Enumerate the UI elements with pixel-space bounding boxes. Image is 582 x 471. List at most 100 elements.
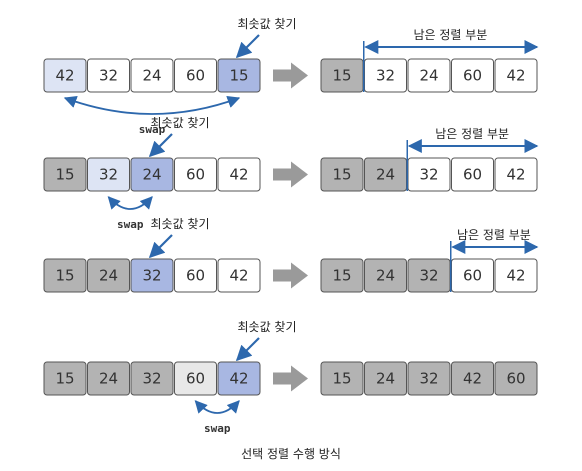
input-array-cell [43,157,87,192]
input-array-cell-value: 42 [55,67,74,85]
remaining-label: 남은 정렬 부분 [413,28,487,42]
result-array-cell-value: 15 [332,67,351,85]
input-array-cell [87,258,130,293]
input-array-cell-value: 15 [55,267,74,285]
input-array-cell [43,58,87,93]
result-array-cell-value: 60 [463,166,482,184]
input-array-cell-value: 60 [186,267,205,285]
result-array-cell-value: 32 [419,267,438,285]
input-array-cell [130,361,174,396]
min-pointer-arrow [148,133,173,158]
result-array-cell-value: 15 [332,370,351,388]
result-array-cell [320,258,364,293]
input-array-cell [130,157,174,192]
swap-label: swap [204,422,231,435]
result-array-cell-value: 24 [376,166,395,184]
result-array-cell [494,361,538,396]
input-array-cell-value: 32 [99,67,118,85]
result-array-cell-value: 24 [419,67,438,85]
input-array-cell-value: 32 [142,370,161,388]
input-array-cell-value: 42 [229,267,248,285]
step-row: 15 24 32 60 42 최솟값 찾기 15 24 32 60 42 남은 정렬 부분 [43,217,539,293]
min-pointer-arrow [235,34,260,59]
input-array-cell [217,58,261,93]
result-array-cell-value: 42 [506,166,525,184]
result-array-cell [407,58,451,93]
find-min-label: 최솟값 찾기 [150,217,209,231]
min-pointer-arrow [148,234,173,259]
result-array-cell-value: 42 [506,267,525,285]
input-array-cell [174,361,217,396]
input-array-cell-value: 15 [229,67,248,85]
result-array-cell-value: 42 [463,370,482,388]
result-array-cell [494,157,538,192]
swap-arc [194,400,240,414]
find-min-label: 최솟값 찾기 [237,17,296,31]
input-array-cell [43,258,87,293]
input-array-cell-value: 32 [99,166,118,184]
result-array-cell-value: 32 [376,67,395,85]
result-array-cell-value: 32 [419,370,438,388]
find-min-label: 최솟값 찾기 [150,116,209,130]
input-array-cell [174,157,217,192]
result-array-cell [320,157,364,192]
result-array-cell-value: 42 [506,67,525,85]
result-array-cell [494,258,538,293]
input-array-cell-value: 24 [142,166,161,184]
result-array-cell [407,361,451,396]
input-array-cell [217,258,261,293]
transition-arrow [273,365,308,392]
swap-label: swap [117,218,144,231]
result-array-cell-value: 15 [332,267,351,285]
result-array-cell-value: 60 [463,267,482,285]
result-array-cell [320,361,364,396]
input-array-cell [130,58,174,93]
input-array-cell [174,58,217,93]
input-array-cell [87,361,130,396]
input-array-cell [130,258,174,293]
result-array-cell [364,361,407,396]
input-array-cell-value: 15 [55,166,74,184]
input-array-cell [87,58,130,93]
result-array-cell-value: 24 [376,370,395,388]
input-array-cell-value: 60 [186,166,205,184]
transition-arrow [273,161,308,188]
result-array-cell [364,258,407,293]
result-array-cell [494,58,538,93]
swap-label: swap [139,123,166,136]
transition-arrow [273,62,308,89]
input-array-cell [43,361,87,396]
input-array-cell [217,361,261,396]
input-array-cell-value: 24 [142,67,161,85]
result-array-cell-value: 32 [419,166,438,184]
swap-arc [63,95,241,115]
result-array-cell-value: 24 [376,267,395,285]
input-array-cell-value: 42 [229,166,248,184]
remaining-label: 남은 정렬 부분 [435,127,509,141]
input-array-cell-value: 24 [99,267,118,285]
find-min-label: 최솟값 찾기 [237,320,296,334]
input-array-cell [87,157,130,192]
result-array-cell-value: 60 [463,67,482,85]
input-array-cell-value: 24 [99,370,118,388]
result-array-cell [451,361,494,396]
remaining-label: 남은 정렬 부분 [457,228,531,242]
input-array-cell [217,157,261,192]
input-array-cell-value: 60 [186,67,205,85]
min-pointer-arrow [235,337,260,362]
result-array-cell [451,58,494,93]
input-array-cell [174,258,217,293]
swap-arc [107,196,153,210]
input-array-cell-value: 15 [55,370,74,388]
diagram-caption: 선택 정렬 수행 방식 [241,446,341,461]
transition-arrow [273,262,308,289]
input-array-cell-value: 42 [229,370,248,388]
input-array-cell-value: 32 [142,267,161,285]
result-array-cell [451,157,494,192]
result-array-cell-value: 15 [332,166,351,184]
result-array-cell-value: 60 [506,370,525,388]
